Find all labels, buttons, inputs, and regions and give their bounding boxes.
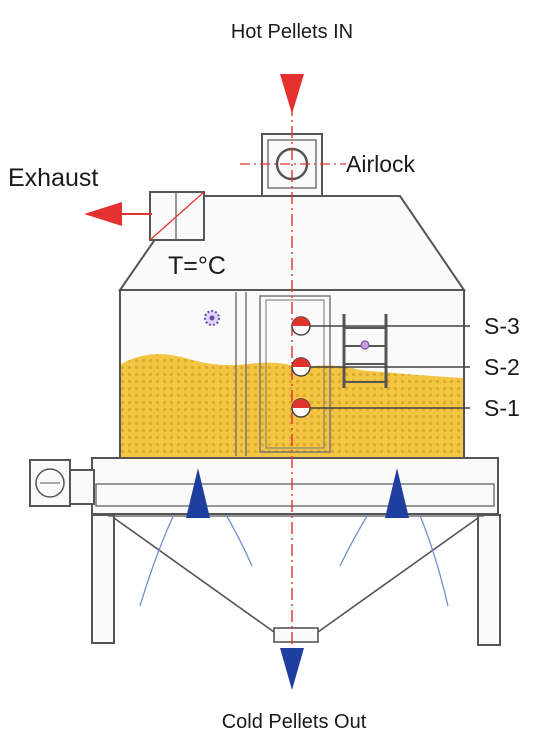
level-indicator [204, 310, 220, 326]
sensor-s2-label: S-2 [484, 354, 520, 380]
sensor-s1-label: S-1 [484, 395, 520, 421]
discharge-outlet [273, 627, 319, 643]
sensor-s3-label: S-3 [484, 313, 520, 339]
left-leg [91, 514, 115, 644]
inlet-label: Hot Pellets IN [231, 21, 353, 43]
sensor-column [259, 295, 331, 453]
airflow-arrow-left [186, 468, 210, 518]
support-legs [91, 514, 501, 646]
airflow-arrow-right [385, 468, 409, 518]
inlet-arrow [280, 74, 304, 114]
outlet-label: Cold Pellets Out [222, 711, 367, 733]
temperature-label: T=°C [168, 252, 226, 280]
right-leg [477, 514, 501, 646]
motor-rotor [35, 468, 65, 498]
sensor-s1 [291, 398, 470, 418]
base-platform [95, 483, 495, 507]
sensor-s3 [291, 316, 470, 336]
sensor-s2 [291, 357, 470, 377]
base-frame [29, 457, 499, 515]
sensors [291, 316, 470, 418]
exhaust-arrow [84, 202, 152, 226]
airflow-arrows [186, 468, 409, 518]
airlock-label: Airlock [346, 151, 416, 177]
discharge-drive-housing [67, 469, 95, 505]
discharge-hopper [108, 515, 484, 643]
outlet-arrow [280, 648, 304, 690]
exhaust-label: Exhaust [8, 164, 98, 192]
